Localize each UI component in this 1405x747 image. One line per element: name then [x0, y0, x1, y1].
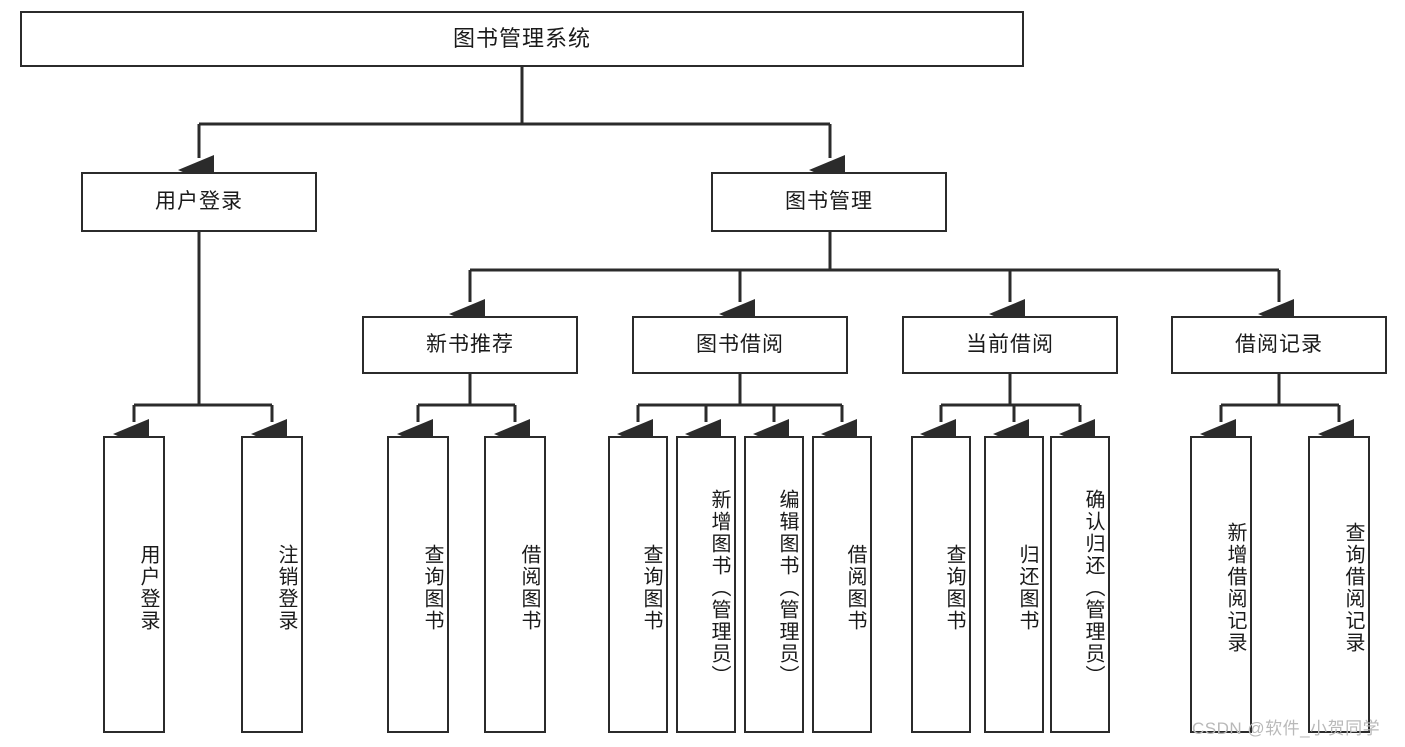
- node-current-borrow[interactable]: 当前借阅: [902, 316, 1118, 374]
- leaf-edit-book-admin[interactable]: 编辑图书（管理员）: [744, 436, 804, 733]
- leaf-return-books[interactable]: 归还图书: [984, 436, 1044, 733]
- node-user-login-label: 用户登录: [155, 190, 243, 214]
- leaf-confirm-return-admin-label: 确认归还（管理员）: [1082, 488, 1104, 687]
- leaf-user-login[interactable]: 用户登录: [103, 436, 165, 733]
- node-book-management[interactable]: 图书管理: [711, 172, 947, 232]
- node-current-borrow-label: 当前借阅: [966, 333, 1054, 357]
- node-book-borrow-label: 图书借阅: [696, 333, 784, 357]
- leaf-return-books-label: 归还图书: [1016, 543, 1038, 632]
- leaf-add-book-admin-label: 新增图书（管理员）: [708, 488, 730, 687]
- leaf-edit-book-admin-label: 编辑图书（管理员）: [776, 488, 798, 687]
- leaf-query-books-borrow-label: 查询图书: [640, 543, 662, 632]
- leaf-query-borrow-record[interactable]: 查询借阅记录: [1308, 436, 1370, 733]
- node-new-book-recommend-label: 新书推荐: [426, 333, 514, 357]
- csdn-watermark: CSDN @软件_小贺同学: [1192, 719, 1381, 738]
- leaf-confirm-return-admin[interactable]: 确认归还（管理员）: [1050, 436, 1110, 733]
- node-book-management-label: 图书管理: [785, 190, 873, 214]
- node-new-book-recommend[interactable]: 新书推荐: [362, 316, 578, 374]
- leaf-borrow-books-recommend[interactable]: 借阅图书: [484, 436, 546, 733]
- leaf-query-books-borrow[interactable]: 查询图书: [608, 436, 668, 733]
- node-root-label: 图书管理系统: [452, 25, 591, 51]
- node-borrow-records[interactable]: 借阅记录: [1171, 316, 1387, 374]
- leaf-add-borrow-record-label: 新增借阅记录: [1224, 521, 1246, 654]
- leaf-borrow-books[interactable]: 借阅图书: [812, 436, 872, 733]
- leaf-query-books-current-label: 查询图书: [943, 543, 965, 632]
- node-user-login[interactable]: 用户登录: [81, 172, 317, 232]
- node-root[interactable]: 图书管理系统: [20, 11, 1024, 67]
- leaf-add-borrow-record[interactable]: 新增借阅记录: [1190, 436, 1252, 733]
- leaf-borrow-books-recommend-label: 借阅图书: [518, 543, 540, 632]
- leaf-logout[interactable]: 注销登录: [241, 436, 303, 733]
- leaf-query-books-current[interactable]: 查询图书: [911, 436, 971, 733]
- leaf-user-login-label: 用户登录: [137, 543, 159, 632]
- leaf-query-books-recommend-label: 查询图书: [421, 543, 443, 632]
- leaf-logout-label: 注销登录: [275, 543, 297, 632]
- leaf-query-books-recommend[interactable]: 查询图书: [387, 436, 449, 733]
- leaf-query-borrow-record-label: 查询借阅记录: [1342, 521, 1364, 654]
- node-borrow-records-label: 借阅记录: [1235, 333, 1323, 357]
- leaf-add-book-admin[interactable]: 新增图书（管理员）: [676, 436, 736, 733]
- leaf-borrow-books-label: 借阅图书: [844, 543, 866, 632]
- node-book-borrow[interactable]: 图书借阅: [632, 316, 848, 374]
